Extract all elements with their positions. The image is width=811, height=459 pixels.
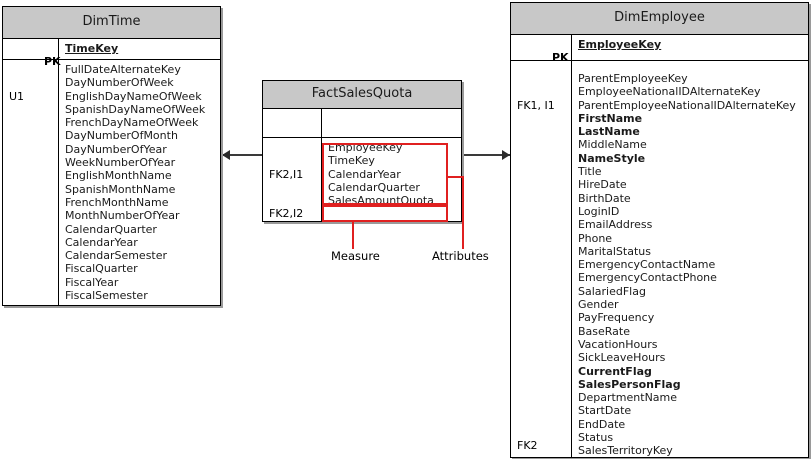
entity-dimemployee[interactable]: DimEmployee PK EmployeeKey FK1, I1 FK2 P… <box>510 2 809 458</box>
field-fiscalyear: FiscalYear <box>65 275 119 289</box>
field-phone: Phone <box>578 231 613 245</box>
relationship-line-dimtime-fact <box>222 154 262 156</box>
entity-factsalesquota-pk-section <box>263 109 461 138</box>
field-employeenationalidalternatekey: EmployeeNationalIDAlternateKey <box>578 85 761 99</box>
field-namestyle: NameStyle <box>578 151 646 165</box>
field-parentemployeekey: ParentEmployeeKey <box>578 72 688 85</box>
measure-leader-vertical <box>352 222 354 249</box>
field-status: Status <box>578 431 614 445</box>
field-calendarsemester: CalendarSemester <box>65 249 168 263</box>
entity-dimtime-title: DimTime <box>3 7 220 39</box>
field-fulldatealternatekey: FullDateAlternateKey <box>65 63 181 76</box>
field-lastname: LastName <box>578 125 640 139</box>
field-enddate: EndDate <box>578 417 626 431</box>
field-salespersonflag: SalesPersonFlag <box>578 377 681 391</box>
field-employeekey: EmployeeKey <box>328 141 403 154</box>
entity-dimtime-column-divider <box>58 39 59 305</box>
measure-annotation-label: Measure <box>331 249 380 263</box>
field-currentflag: CurrentFlag <box>578 364 652 378</box>
entity-dimemployee-title: DimEmployee <box>511 3 808 35</box>
entity-dimemployee-key-fk2: FK2 <box>517 438 538 452</box>
entity-factsalesquota-key-fk2i1: FK2,I1 <box>269 167 304 181</box>
field-daynumberofweek: DayNumberOfWeek <box>65 76 174 90</box>
field-sickleavehours: SickLeaveHours <box>578 351 666 365</box>
entity-dimemployee-pk-label: PK <box>551 51 569 65</box>
field-parentemployeenationalidalternatekey: ParentEmployeeNationalIDAlternateKey <box>578 98 796 112</box>
entity-dimtime-pk-label: PK <box>43 55 61 69</box>
relationship-arrow-to-dimtime <box>222 150 230 160</box>
field-title: Title <box>578 165 602 179</box>
field-calendarquarter: CalendarQuarter <box>328 180 420 194</box>
field-firstname: FirstName <box>578 111 643 125</box>
entity-dimemployee-column-divider <box>571 35 572 457</box>
field-calendaryear: CalendarYear <box>65 235 138 249</box>
field-salesterritorykey: SalesTerritoryKey <box>578 444 673 458</box>
field-emergencycontactname: EmergencyContactName <box>578 258 716 272</box>
field-payfrequency: PayFrequency <box>578 311 655 325</box>
field-fiscalquarter: FiscalQuarter <box>65 262 138 276</box>
relationship-line-fact-dimemployee <box>462 154 510 156</box>
field-spanishdaynameofweek: SpanishDayNameOfWeek <box>65 102 206 116</box>
entity-factsalesquota-column-divider <box>321 109 322 221</box>
field-salesamountquota: SalesAmountQuota <box>328 194 434 208</box>
field-spanishmonthname: SpanishMonthName <box>65 182 176 196</box>
field-gender: Gender <box>578 298 619 312</box>
attributes-leader-horizontal <box>448 176 464 178</box>
field-vacationhours: VacationHours <box>578 337 658 351</box>
field-loginid: LoginID <box>578 204 620 218</box>
entity-dimemployee-body: PK EmployeeKey FK1, I1 FK2 ParentEmploye… <box>511 35 808 457</box>
field-maritalstatus: MaritalStatus <box>578 244 651 258</box>
field-daynumberofmonth: DayNumberOfMonth <box>65 129 178 143</box>
entity-factsalesquota[interactable]: FactSalesQuota FK2,I1 FK2,I2 EmployeeKey… <box>262 80 462 222</box>
field-weeknumberofyear: WeekNumberOfYear <box>65 156 176 170</box>
entity-dimemployee-key-fk1i1: FK1, I1 <box>517 98 555 112</box>
entity-dimemployee-pk-field: EmployeeKey <box>578 38 662 51</box>
field-calendaryear: CalendarYear <box>328 167 401 181</box>
field-baserate: BaseRate <box>578 324 631 338</box>
entity-dimtime-pk-field: TimeKey <box>65 42 119 55</box>
field-startdate: StartDate <box>578 404 632 418</box>
field-emailaddress: EmailAddress <box>578 218 653 232</box>
field-daynumberofyear: DayNumberOfYear <box>65 142 167 156</box>
field-salariedflag: SalariedFlag <box>578 284 646 298</box>
field-monthnumberofyear: MonthNumberOfYear <box>65 209 180 223</box>
entity-factsalesquota-title: FactSalesQuota <box>263 81 461 109</box>
field-frenchmonthname: FrenchMonthName <box>65 195 169 209</box>
entity-dimemployee-pk-section: PK EmployeeKey <box>511 35 808 65</box>
field-middlename: MiddleName <box>578 138 647 152</box>
field-departmentname: DepartmentName <box>578 391 678 405</box>
field-calendarquarter: CalendarQuarter <box>65 222 157 236</box>
field-birthdate: BirthDate <box>578 191 631 205</box>
field-englishdaynameofweek: EnglishDayNameOfWeek <box>65 89 202 103</box>
attributes-annotation-label: Attributes <box>432 249 489 263</box>
relationship-arrow-to-dimemployee <box>502 150 510 160</box>
field-hiredate: HireDate <box>578 178 627 192</box>
field-timekey: TimeKey <box>328 154 375 168</box>
entity-dimtime-key-u1: U1 <box>9 89 25 103</box>
attributes-leader-vertical <box>462 176 464 249</box>
field-fiscalsemester: FiscalSemester <box>65 289 148 303</box>
field-frenchdaynameofweek: FrenchDayNameOfWeek <box>65 116 199 130</box>
entity-factsalesquota-key-fk2i2: FK2,I2 <box>269 207 304 221</box>
entity-dimtime-pk-section: PK TimeKey <box>3 39 220 68</box>
field-englishmonthname: EnglishMonthName <box>65 169 172 183</box>
field-emergencycontactphone: EmergencyContactPhone <box>578 271 717 285</box>
entity-dimtime[interactable]: DimTime PK TimeKey U1 FullDateAlternateK… <box>2 6 221 306</box>
